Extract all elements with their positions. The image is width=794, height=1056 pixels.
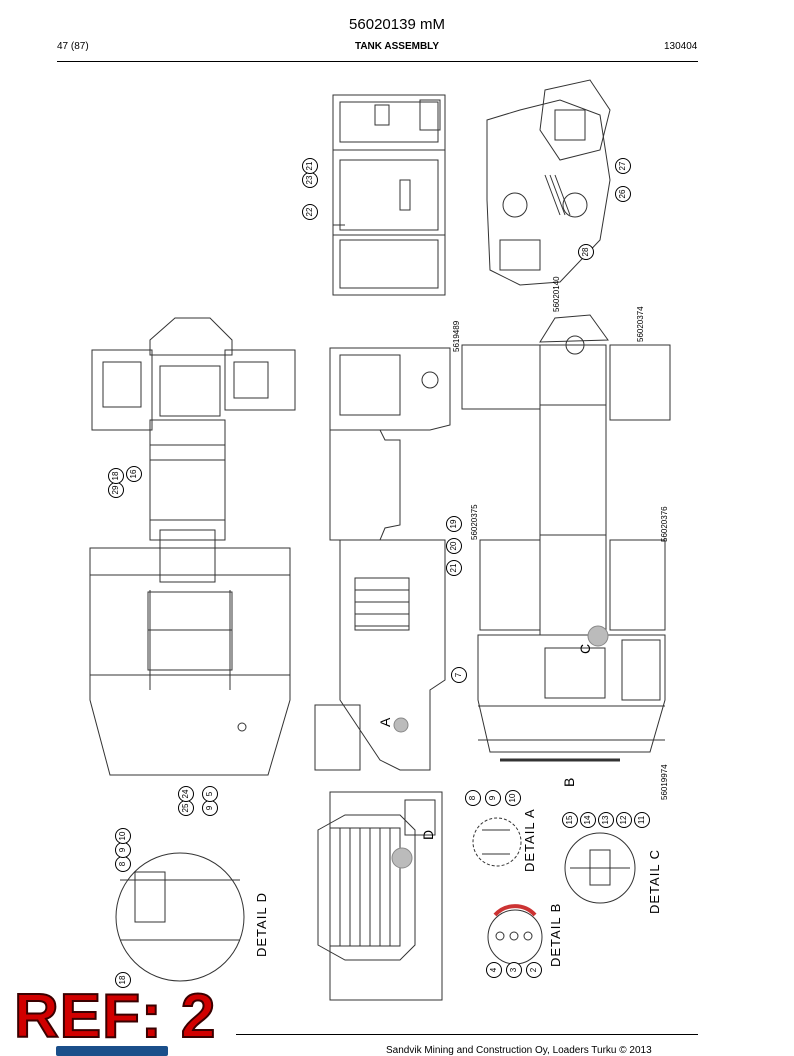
callout-bubble: 25 xyxy=(178,800,194,816)
detail-circle-c xyxy=(564,832,636,904)
callout-bubble: 9 xyxy=(202,800,218,816)
detail-d-label: DETAIL D xyxy=(254,891,269,957)
page-indicator: 47 (87) xyxy=(57,41,89,52)
callout-bubble: 9 xyxy=(115,842,131,858)
callout-bubble: 29 xyxy=(108,482,124,498)
callout-bubble: 3 xyxy=(506,962,522,978)
view-top-right-perspective xyxy=(486,79,611,286)
detail-marker-c: C xyxy=(577,643,593,654)
callout-bubble: 21 xyxy=(446,560,462,576)
callout-bubble: 27 xyxy=(615,158,631,174)
callout-bubble: 15 xyxy=(562,812,578,828)
header-rule xyxy=(57,61,698,62)
callout-bubble: 11 xyxy=(634,812,650,828)
callout-bubble: 24 xyxy=(178,786,194,802)
callout-bubble: 9 xyxy=(485,790,501,806)
callout-bubble: 19 xyxy=(446,516,462,532)
part-number-label: 5619489 xyxy=(452,320,461,352)
detail-marker-b: B xyxy=(561,777,577,787)
part-number-label: 56020376 xyxy=(660,506,669,542)
callout-bubble: 8 xyxy=(115,856,131,872)
ref-stamp: REF: 2 xyxy=(13,982,217,1051)
callout-bubble: 2 xyxy=(526,962,542,978)
callout-bubble: 26 xyxy=(615,186,631,202)
detail-b-label: DETAIL B xyxy=(548,902,563,967)
callout-bubble: 22 xyxy=(302,204,318,220)
callout-bubble: 10 xyxy=(505,790,521,806)
view-bottom-rear xyxy=(317,791,443,1001)
callout-bubble: 16 xyxy=(126,466,142,482)
callout-bubble: 21 xyxy=(302,158,318,174)
callout-bubble: 5 xyxy=(202,786,218,802)
part-number-label: 56020140 xyxy=(552,276,561,312)
callout-bubble: 14 xyxy=(580,812,596,828)
callout-bubble: 23 xyxy=(302,172,318,188)
detail-c-label: DETAIL C xyxy=(647,848,662,914)
footer-rule xyxy=(236,1034,698,1035)
part-number-label: 56020374 xyxy=(636,306,645,342)
callout-bubble: 13 xyxy=(598,812,614,828)
document-number: 56020139 mM xyxy=(349,16,445,33)
detail-circle-b xyxy=(487,904,543,965)
detail-marker-d: D xyxy=(420,829,436,840)
callout-bubble: 4 xyxy=(486,962,502,978)
footer-copyright: Sandvik Mining and Construction Oy, Load… xyxy=(386,1045,652,1056)
company-logo xyxy=(56,1046,168,1056)
part-number-label: 56019974 xyxy=(660,764,669,800)
callout-bubble: 12 xyxy=(616,812,632,828)
part-number-label: 56020375 xyxy=(470,504,479,540)
callout-bubble: 18 xyxy=(108,468,124,484)
callout-bubble: 10 xyxy=(115,828,131,844)
view-left-plan xyxy=(89,317,296,776)
page-title: TANK ASSEMBLY xyxy=(354,41,440,52)
detail-a-label: DETAIL A xyxy=(522,808,537,872)
detail-circle-a xyxy=(472,817,522,867)
revision-code: 130404 xyxy=(664,41,698,52)
detail-marker-a: A xyxy=(377,717,393,727)
view-top-center xyxy=(332,94,446,296)
callout-bubble: 28 xyxy=(578,244,594,260)
view-center-profile xyxy=(314,347,451,771)
callout-bubble: 20 xyxy=(446,538,462,554)
callout-bubble: 7 xyxy=(451,667,467,683)
detail-circle-d xyxy=(115,852,245,982)
view-right-plan xyxy=(461,314,671,762)
callout-bubble: 8 xyxy=(465,790,481,806)
